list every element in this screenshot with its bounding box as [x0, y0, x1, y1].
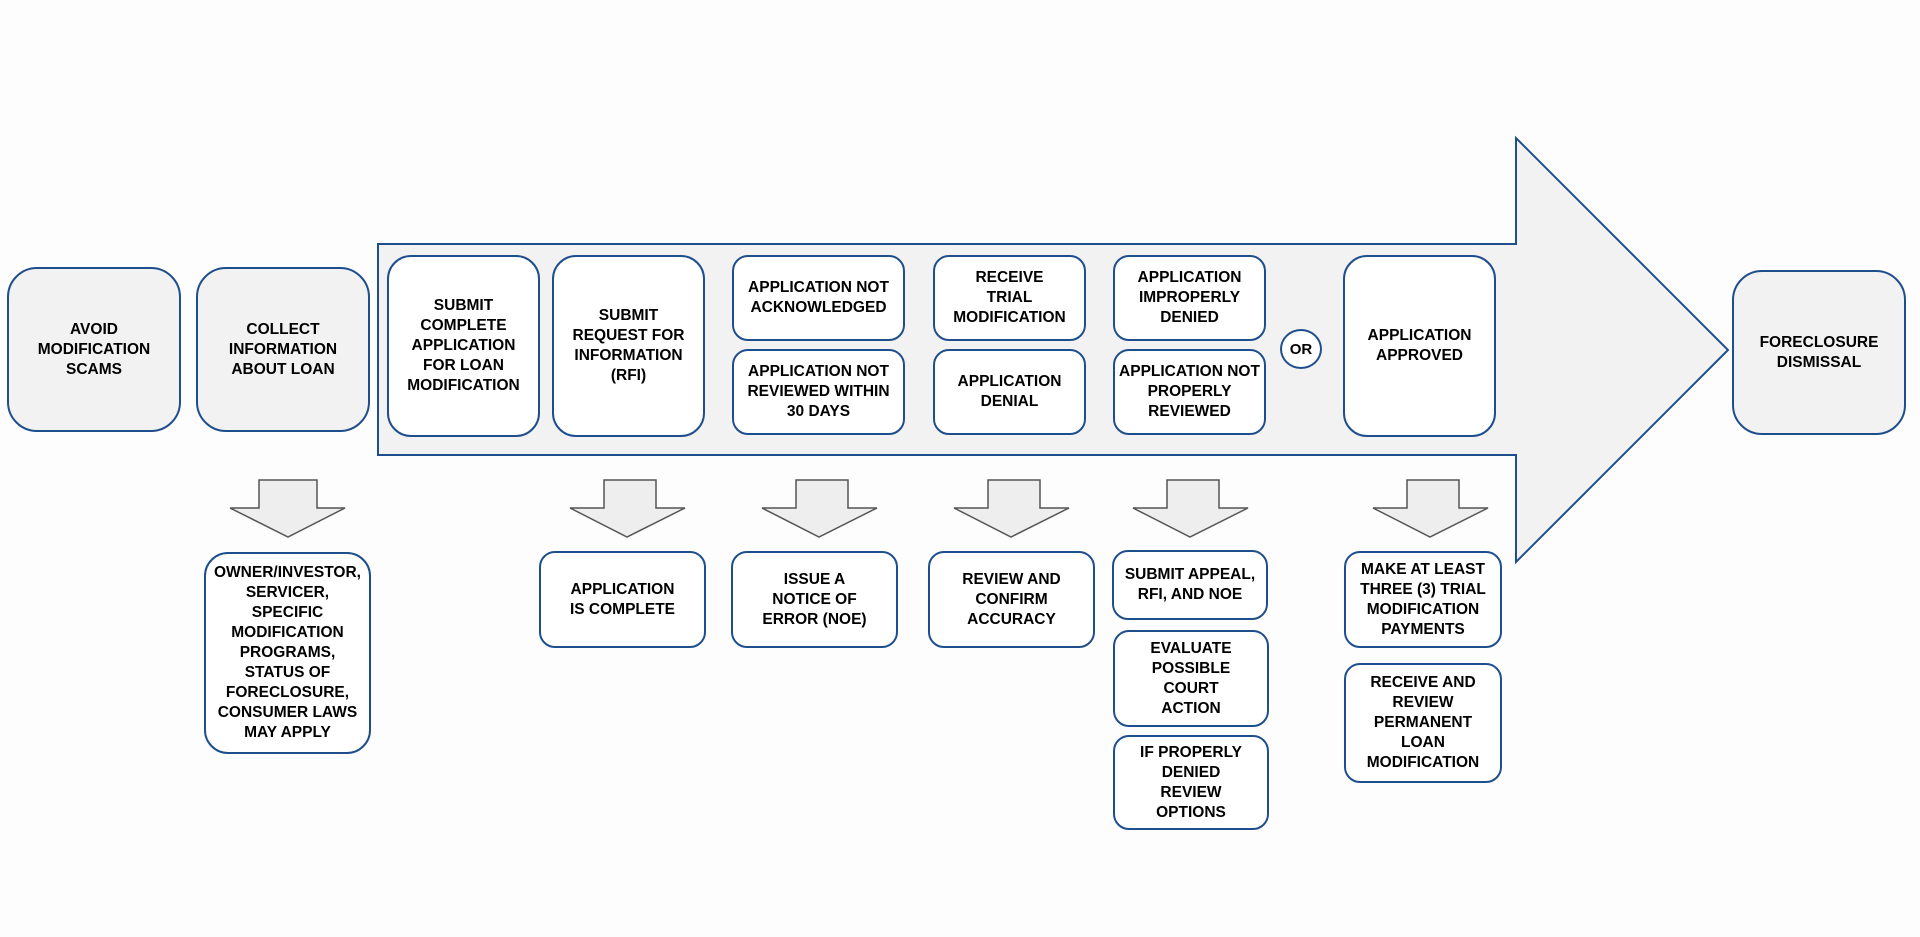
outcome-review-confirm: REVIEW AND CONFIRM ACCURACY [928, 551, 1095, 648]
stage-application-denial: APPLICATION DENIAL [933, 349, 1086, 435]
step-foreclosure-dismissal: FORECLOSURE DISMISSAL [1732, 270, 1906, 435]
outcome-if-properly-denied: IF PROPERLY DENIED REVIEW OPTIONS [1113, 735, 1269, 830]
outcome-evaluate-court-action: EVALUATE POSSIBLE COURT ACTION [1113, 630, 1269, 727]
outcome-trial-payments: MAKE AT LEAST THREE (3) TRIAL MODIFICATI… [1344, 551, 1502, 648]
stage-receive-trial: RECEIVE TRIAL MODIFICATION [933, 255, 1086, 341]
stage-submit-rfi: SUBMIT REQUEST FOR INFORMATION (RFI) [552, 255, 705, 437]
step-avoid-scams: AVOID MODIFICATION SCAMS [7, 267, 181, 432]
stage-not-reviewed: APPLICATION NOT REVIEWED WITHIN 30 DAYS [732, 349, 905, 435]
step-collect-information: COLLECT INFORMATION ABOUT LOAN [196, 267, 370, 432]
outcome-issue-noe: ISSUE A NOTICE OF ERROR (NOE) [731, 551, 898, 648]
down-arrow-6 [1372, 479, 1489, 538]
stage-application-approved: APPLICATION APPROVED [1343, 255, 1496, 437]
stage-submit-application: SUBMIT COMPLETE APPLICATION FOR LOAN MOD… [387, 255, 540, 437]
down-arrow-2 [569, 479, 686, 538]
outcome-owner-investor: OWNER/INVESTOR, SERVICER, SPECIFIC MODIF… [204, 552, 371, 754]
outcome-permanent-modification: RECEIVE AND REVIEW PERMANENT LOAN MODIFI… [1344, 663, 1502, 783]
stage-not-properly-reviewed: APPLICATION NOT PROPERLY REVIEWED [1113, 349, 1266, 435]
outcome-submit-appeal: SUBMIT APPEAL, RFI, AND NOE [1112, 550, 1268, 620]
down-arrow-3 [761, 479, 878, 538]
down-arrow-1 [229, 479, 346, 538]
stage-improperly-denied: APPLICATION IMPROPERLY DENIED [1113, 255, 1266, 341]
outcome-application-complete: APPLICATION IS COMPLETE [539, 551, 706, 648]
down-arrow-4 [953, 479, 1070, 538]
down-arrow-5 [1132, 479, 1249, 538]
stage-not-acknowledged: APPLICATION NOT ACKNOWLEDGED [732, 255, 905, 341]
or-connector: OR [1280, 329, 1322, 369]
